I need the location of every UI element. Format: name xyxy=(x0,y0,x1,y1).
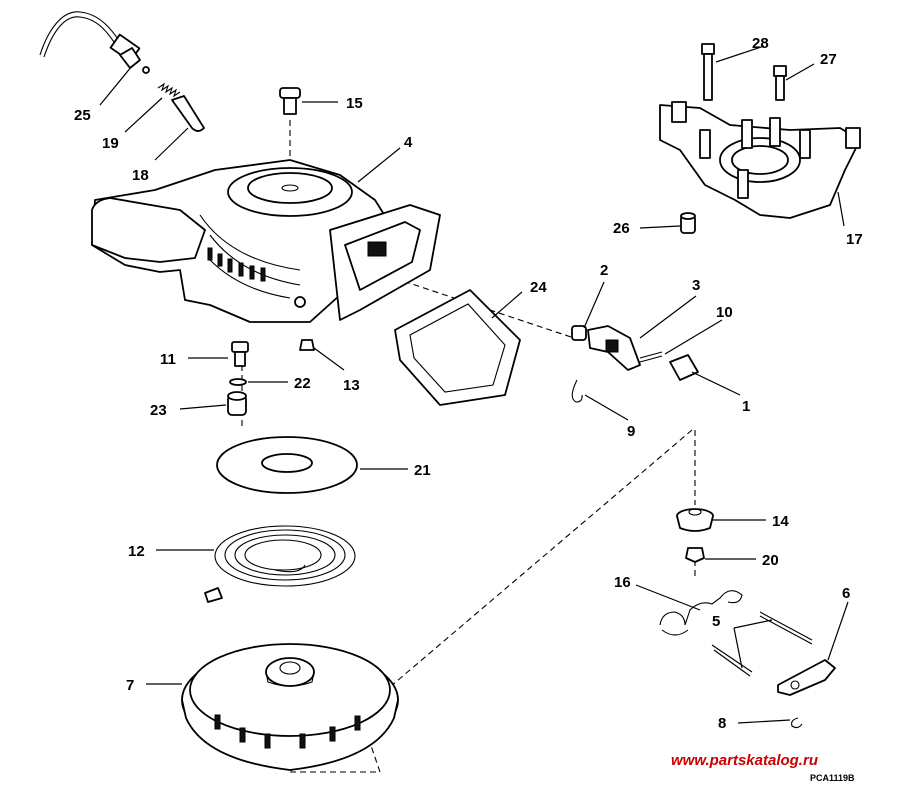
part-23-bushing xyxy=(227,391,247,416)
callout-16: 16 xyxy=(614,574,631,591)
callout-9: 9 xyxy=(627,423,635,440)
part-17-bracket xyxy=(659,101,861,219)
part-18-plunger xyxy=(171,95,205,132)
part-1-clip xyxy=(669,354,699,381)
callout-25: 25 xyxy=(74,107,91,124)
part-8-clip xyxy=(791,717,803,729)
part-19-spring xyxy=(157,82,181,98)
part-15-screw xyxy=(279,87,301,115)
callout-11: 11 xyxy=(160,351,176,368)
part-28-bolt xyxy=(701,43,715,101)
callout-19: 19 xyxy=(102,135,119,152)
vent-slots xyxy=(207,247,266,282)
part-4-starter-housing xyxy=(91,159,441,323)
part-14-hub xyxy=(676,508,714,532)
callout-6: 6 xyxy=(842,585,850,602)
callout-labels: 25 19 18 15 4 24 2 3 10 1 9 11 13 22 23 … xyxy=(74,35,863,732)
part-11-screw xyxy=(231,341,249,367)
callout-22: 22 xyxy=(294,375,311,392)
callout-13: 13 xyxy=(343,377,360,394)
part-22-washer xyxy=(229,378,247,386)
callout-7: 7 xyxy=(126,677,134,694)
callout-27: 27 xyxy=(820,51,837,68)
part-20-nut xyxy=(685,547,705,563)
callout-20: 20 xyxy=(762,552,779,569)
part-16-link xyxy=(659,590,743,636)
part-3-lever xyxy=(587,325,641,371)
drawing-code: PCA1119B xyxy=(810,773,855,783)
callout-17: 17 xyxy=(846,231,863,248)
callout-8: 8 xyxy=(718,715,726,732)
callout-12: 12 xyxy=(128,543,145,560)
pulley-ribs xyxy=(214,714,361,749)
leader-lines xyxy=(99,45,849,724)
part-12-rewind-spring xyxy=(204,525,356,603)
callout-5: 5 xyxy=(712,613,720,630)
callout-2: 2 xyxy=(600,262,608,279)
callout-21: 21 xyxy=(414,462,431,479)
part-7-pulley xyxy=(181,643,399,771)
callout-24: 24 xyxy=(530,279,547,296)
callout-15: 15 xyxy=(346,95,363,112)
part-2-nut xyxy=(571,325,587,341)
watermark: www.partskatalog.ru xyxy=(671,752,818,769)
callout-26: 26 xyxy=(613,220,630,237)
part-27-bolt xyxy=(773,65,787,101)
callout-1: 1 xyxy=(742,398,750,415)
part-26-sleeve xyxy=(680,212,696,234)
callout-3: 3 xyxy=(692,277,700,294)
part-10-pin xyxy=(639,351,663,363)
callout-18: 18 xyxy=(132,167,149,184)
part-6-pawl xyxy=(777,659,836,696)
part-21-disc xyxy=(216,436,358,494)
part-9-hook xyxy=(571,379,583,403)
part-24-handle-insert xyxy=(394,289,521,406)
callout-23: 23 xyxy=(150,402,167,419)
callout-10: 10 xyxy=(716,304,733,321)
part-13-pin xyxy=(299,339,315,351)
callout-4: 4 xyxy=(404,134,413,151)
callout-14: 14 xyxy=(772,513,789,530)
callout-28: 28 xyxy=(752,35,769,52)
part-25-cable xyxy=(39,11,150,74)
